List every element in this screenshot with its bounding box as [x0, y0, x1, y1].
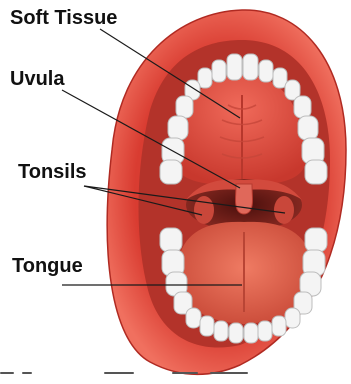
right-tonsil: [274, 196, 294, 224]
left-tonsil: [194, 196, 214, 224]
label-tongue: Tongue: [12, 256, 83, 276]
label-soft-tissue: Soft Tissue: [10, 8, 117, 28]
uvula: [236, 184, 253, 214]
label-tonsils: Tonsils: [18, 162, 87, 182]
label-uvula: Uvula: [10, 69, 64, 89]
cropped-text-fragment: [0, 366, 260, 379]
